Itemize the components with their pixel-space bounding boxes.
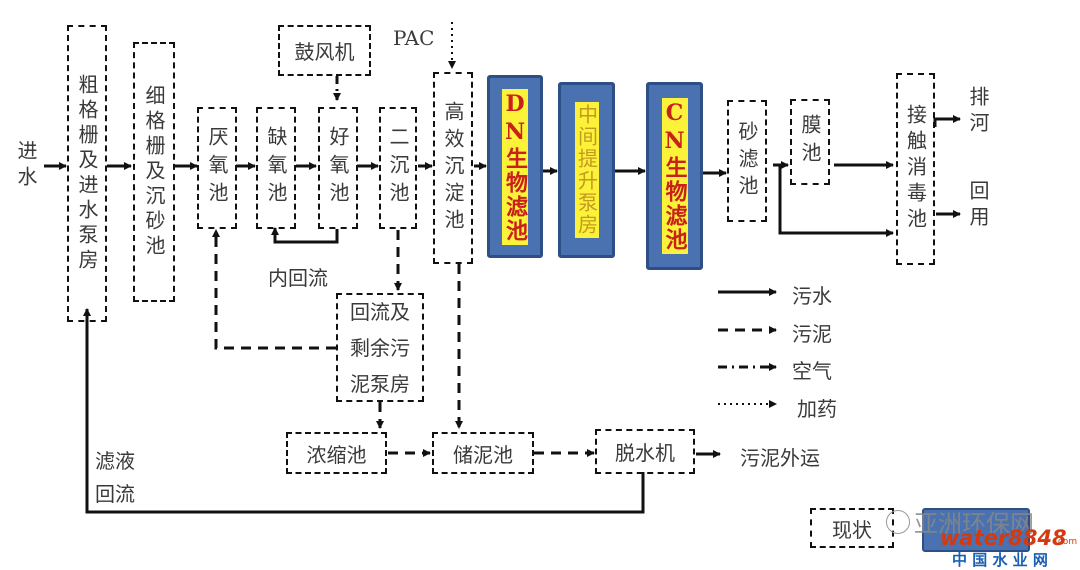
aerobic-tank-box[interactable]: 好氧池 bbox=[318, 107, 358, 229]
thickener-box[interactable]: 浓缩池 bbox=[286, 432, 387, 474]
intermediate-pump-label: 中间提升泵房 bbox=[574, 102, 599, 238]
sludge-storage-label: 储泥池 bbox=[453, 442, 513, 467]
high-efficiency-sedimentation-label: 高效沉淀池 bbox=[441, 100, 465, 236]
sludge-pump-line-3: 泥泵房 bbox=[350, 371, 410, 396]
dn-biofilter-label: DN生物滤池 bbox=[502, 88, 528, 245]
sludge-pump-line-1: 回流及 bbox=[350, 299, 410, 324]
sludge-pump-line-2: 剩余污 bbox=[350, 335, 410, 360]
secondary-clarifier-box[interactable]: 二沉池 bbox=[379, 107, 417, 229]
dewatering-label: 脱水机 bbox=[615, 441, 675, 465]
watermark-brand: water8848 bbox=[940, 526, 1067, 550]
membrane-tank-box[interactable]: 膜池 bbox=[790, 99, 830, 185]
dewatering-box[interactable]: 脱水机 bbox=[595, 429, 695, 474]
sludge-pump-house-box[interactable]: 回流及 剩余污 泥泵房 bbox=[336, 293, 424, 402]
reuse-label: 回用 bbox=[966, 180, 990, 232]
dn-biofilter-box[interactable]: DN生物滤池 bbox=[487, 75, 543, 258]
chat-bubble-icon bbox=[886, 510, 910, 534]
cn-biofilter-box[interactable]: CN生物滤池 bbox=[646, 82, 703, 270]
status-legend-label: 现状 bbox=[832, 517, 872, 542]
high-efficiency-sedimentation-box[interactable]: 高效沉淀池 bbox=[433, 72, 473, 264]
status-legend-box: 现状 bbox=[810, 508, 894, 548]
watermark-badge bbox=[922, 508, 1030, 552]
filtrate-label-1: 滤液 bbox=[95, 449, 135, 473]
secondary-clarifier-label: 二沉池 bbox=[386, 126, 410, 210]
inlet-label: 进水 bbox=[14, 140, 38, 192]
pac-label: PAC bbox=[393, 26, 435, 50]
coarse-screen-box[interactable]: 粗格栅及进水泵房 bbox=[67, 25, 107, 322]
arrow-disinfect-river bbox=[933, 115, 961, 127]
coarse-screen-label: 粗格栅及进水泵房 bbox=[75, 73, 99, 274]
legend-label-dosing: 加药 bbox=[797, 397, 837, 421]
legend-label-sludge: 污泥 bbox=[792, 322, 832, 346]
contact-disinfection-box[interactable]: 接触消毒池 bbox=[896, 73, 935, 265]
membrane-tank-label: 膜池 bbox=[798, 114, 822, 170]
anaerobic-tank-label: 厌氧池 bbox=[205, 126, 229, 210]
sludge-export-label: 污泥外运 bbox=[740, 446, 820, 470]
watermark-text: 亚洲环保网 bbox=[914, 510, 1034, 538]
contact-disinfection-label: 接触消毒池 bbox=[903, 104, 928, 234]
arrow-sludgepump-anaerobic bbox=[212, 229, 336, 350]
intermediate-pump-box[interactable]: 中间提升泵房 bbox=[558, 82, 615, 258]
discharge-river-label: 排河 bbox=[966, 86, 990, 138]
filtrate-label-2: 回流 bbox=[95, 482, 135, 506]
sand-filter-label: 砂滤池 bbox=[735, 120, 759, 202]
anoxic-tank-box[interactable]: 缺氧池 bbox=[256, 107, 296, 229]
arrow-internal-recycle bbox=[271, 227, 339, 244]
anaerobic-tank-box[interactable]: 厌氧池 bbox=[197, 107, 237, 229]
thickener-label: 浓缩池 bbox=[306, 442, 367, 467]
fine-screen-label: 细格栅及沉砂池 bbox=[142, 84, 166, 260]
fine-screen-box[interactable]: 细格栅及沉砂池 bbox=[133, 42, 175, 302]
legend-label-air: 空气 bbox=[792, 359, 832, 383]
arrow-bypass-disinfect bbox=[778, 166, 894, 237]
internal-recycle-label: 内回流 bbox=[268, 266, 328, 290]
blower-label: 鼓风机 bbox=[294, 40, 355, 64]
anoxic-tank-label: 缺氧池 bbox=[264, 126, 288, 210]
watermark-subtitle: 中 国 水 业 网 bbox=[952, 551, 1048, 569]
cn-biofilter-label: CN生物滤池 bbox=[661, 98, 688, 254]
sludge-storage-box[interactable]: 储泥池 bbox=[432, 432, 534, 474]
legend-label-sewage: 污水 bbox=[792, 284, 832, 308]
arrow-filtrate-return bbox=[83, 308, 645, 514]
blower-box[interactable]: 鼓风机 bbox=[278, 25, 371, 76]
watermark-domain: .com bbox=[1055, 537, 1078, 547]
aerobic-tank-label: 好氧池 bbox=[326, 126, 350, 210]
sand-filter-box[interactable]: 砂滤池 bbox=[727, 100, 767, 222]
